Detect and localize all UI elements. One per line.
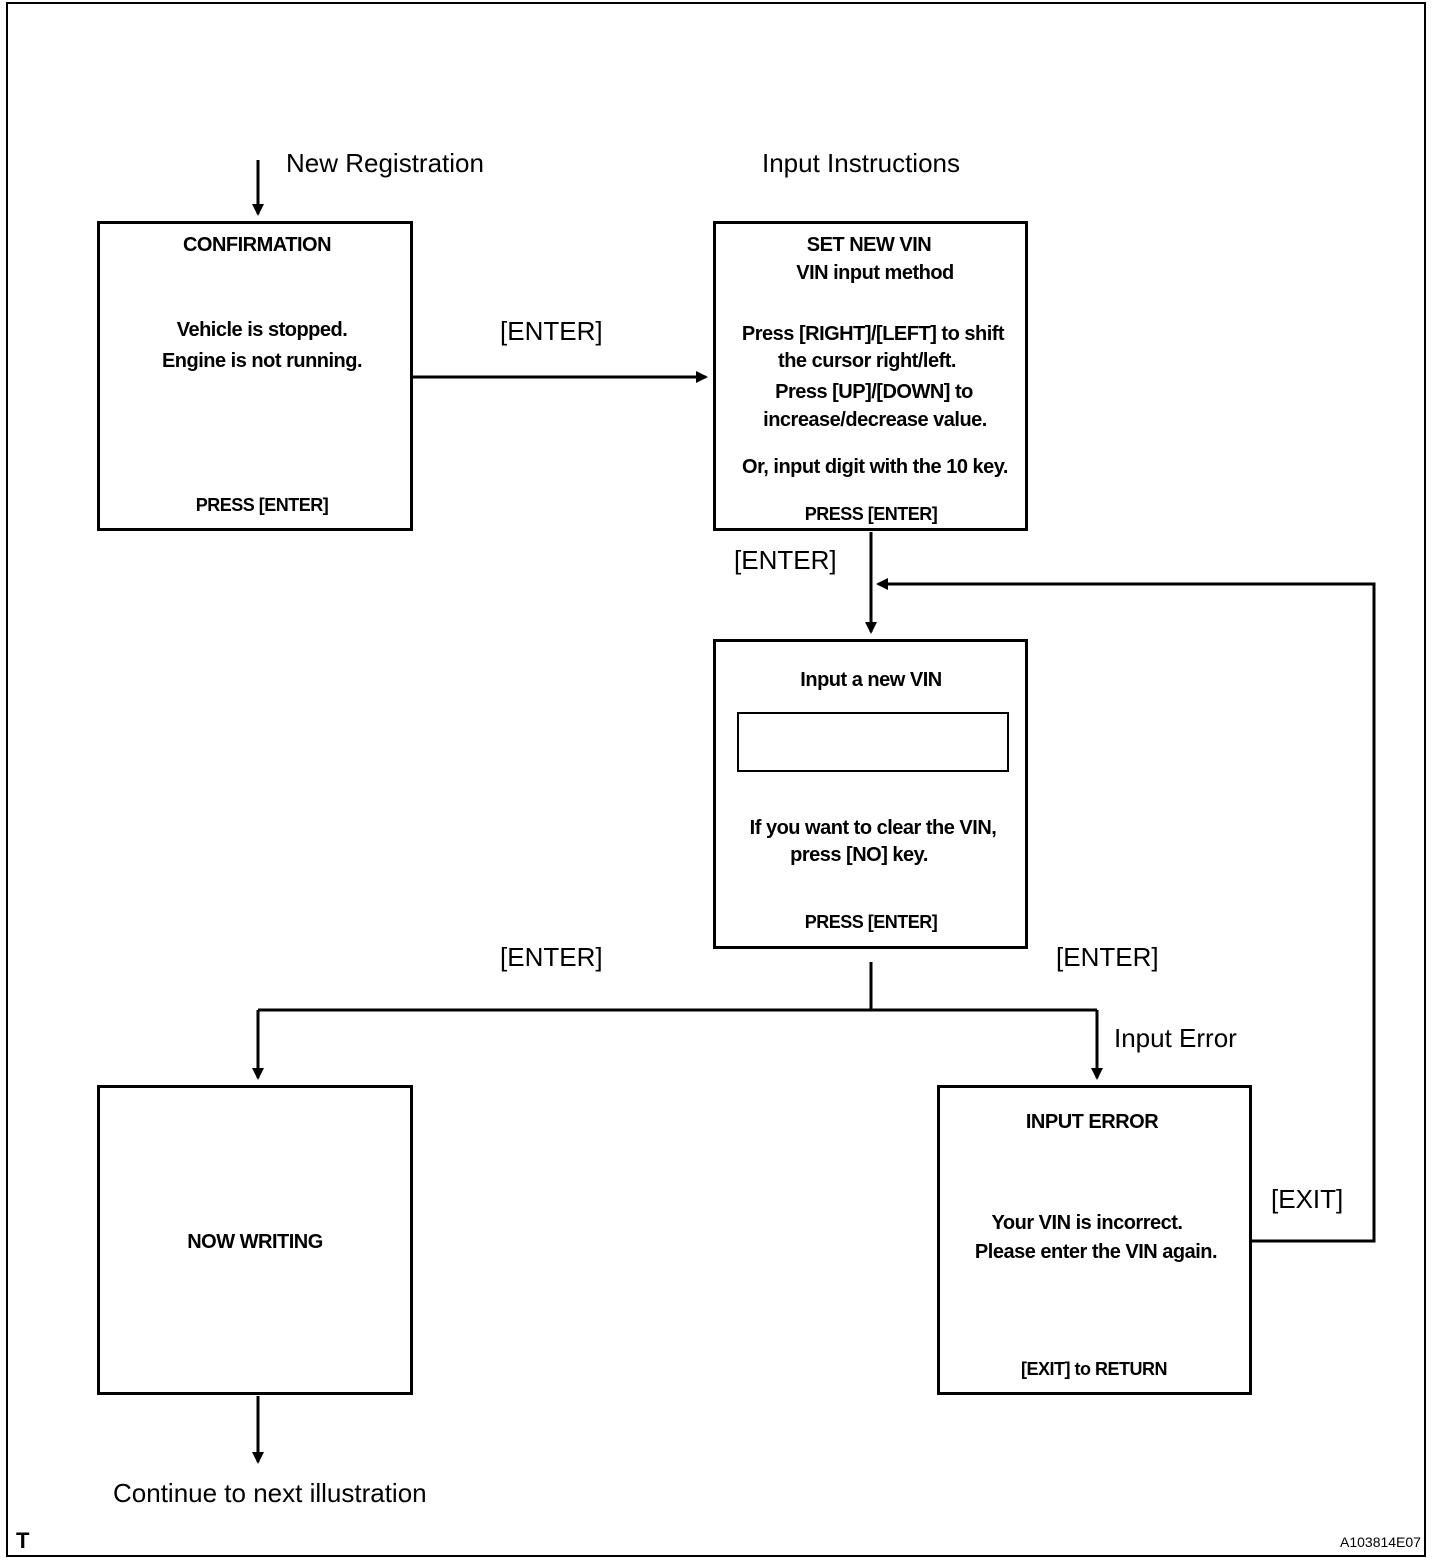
- set-new-vin-screen: SET NEW VIN VIN input method Press [RIGH…: [713, 221, 1028, 531]
- new-registration-label: New Registration: [286, 148, 484, 178]
- input-vin-line-1: If you want to clear the VIN,: [749, 817, 997, 839]
- enter-label-setvin: [ENTER]: [734, 545, 837, 575]
- set-vin-title: SET NEW VIN: [806, 234, 932, 256]
- enter-label-error: [ENTER]: [1056, 942, 1159, 972]
- input-vin-title: Input a new VIN: [800, 669, 942, 691]
- input-vin-line-2: press [NO] key.: [790, 844, 928, 866]
- now-writing-title: NOW WRITING: [187, 1231, 323, 1253]
- confirmation-title: CONFIRMATION: [182, 234, 332, 256]
- input-error-line-1: Your VIN is incorrect.: [991, 1212, 1183, 1234]
- input-instructions-label: Input Instructions: [762, 148, 960, 178]
- set-vin-line-1: Press [RIGHT]/[LEFT] to shift: [741, 323, 1005, 345]
- input-error-exit-return: [EXIT] to RETURN: [1021, 1359, 1167, 1379]
- input-vin-screen: Input a new VIN If you want to clear the…: [713, 639, 1028, 949]
- corner-letter: T: [16, 1528, 30, 1553]
- input-error-title: INPUT ERROR: [1025, 1111, 1159, 1133]
- diagram-frame: [6, 2, 1426, 1557]
- exit-loop-arrow: [876, 578, 1376, 1243]
- input-vin-press-enter: PRESS [ENTER]: [804, 912, 938, 932]
- input-error-screen: INPUT ERROR Your VIN is incorrect. Pleas…: [937, 1085, 1252, 1395]
- enter-label-confirm: [ENTER]: [500, 316, 603, 346]
- continue-label: Continue to next illustration: [113, 1478, 427, 1508]
- input-error-line-2: Please enter the VIN again.: [974, 1241, 1218, 1263]
- set-vin-subtitle: VIN input method: [796, 262, 954, 284]
- confirmation-line-2: Engine is not running.: [161, 350, 363, 372]
- input-error-label: Input Error: [1114, 1023, 1237, 1053]
- confirmation-screen: CONFIRMATION Vehicle is stopped. Engine …: [97, 221, 413, 531]
- set-vin-line-5: Or, input digit with the 10 key.: [742, 456, 1008, 478]
- exit-label: [EXIT]: [1271, 1184, 1344, 1214]
- set-vin-line-2: the cursor right/left.: [778, 350, 956, 372]
- set-vin-press-enter: PRESS [ENTER]: [804, 504, 938, 524]
- confirmation-press-enter: PRESS [ENTER]: [195, 495, 329, 515]
- figure-id: A103814E07: [1340, 1534, 1421, 1550]
- set-vin-line-3: Press [UP]/[DOWN] to: [775, 381, 973, 403]
- set-vin-line-4: increase/decrease value.: [763, 409, 987, 431]
- enter-label-ok: [ENTER]: [500, 942, 603, 972]
- confirmation-line-1: Vehicle is stopped.: [176, 319, 348, 341]
- vin-entry-field[interactable]: [737, 712, 1009, 772]
- now-writing-screen: NOW WRITING: [97, 1085, 413, 1395]
